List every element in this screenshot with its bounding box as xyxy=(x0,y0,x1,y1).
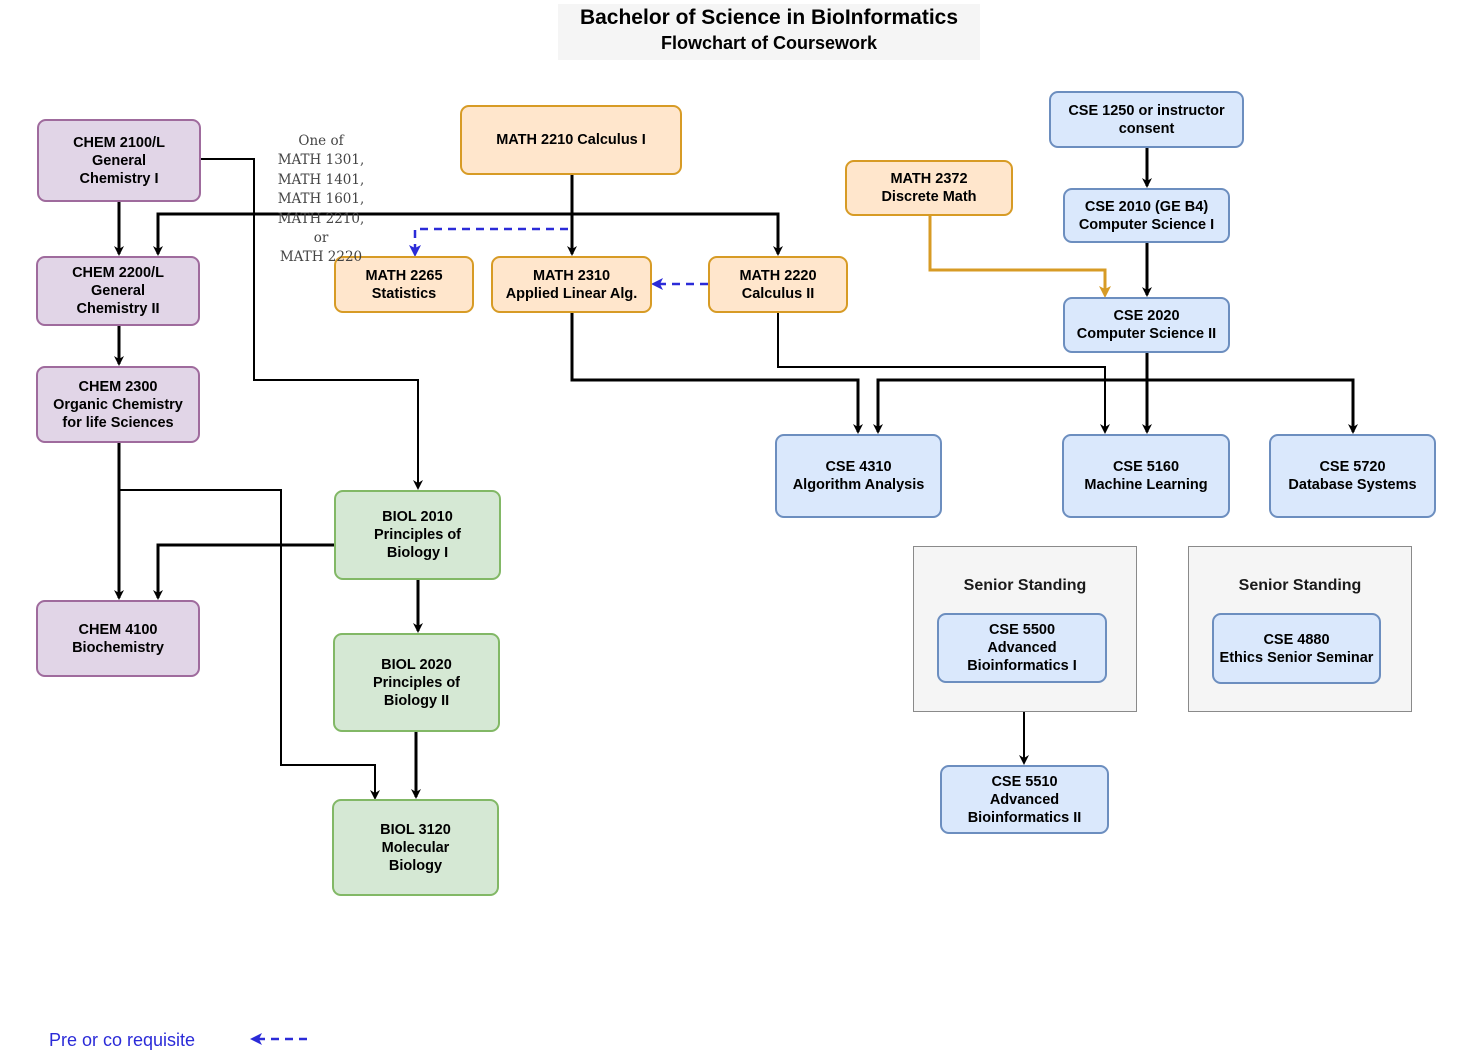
course-biol3120-label: BIOL 3120 Molecular Biology xyxy=(380,821,451,874)
course-cse5510-label: CSE 5510 Advanced Bioinformatics II xyxy=(967,773,1082,826)
course-cse2020-label: CSE 2020 Computer Science II xyxy=(1076,308,1217,342)
edge-math2372-cse2020 xyxy=(928,216,1111,298)
edge-math-option-chem2200 xyxy=(153,212,380,256)
course-math2372-label: MATH 2372 Discrete Math xyxy=(881,171,977,205)
page-subtitle: Flowchart of Coursework xyxy=(660,33,878,53)
course-math2210-label: MATH 2210 Calculus I xyxy=(496,132,646,148)
course-cse5500[interactable]: CSE 5500 Advanced Bioinformatics I xyxy=(937,613,1107,683)
course-math2265-label: MATH 2265 Statistics xyxy=(365,267,443,302)
course-biol3120[interactable]: BIOL 3120 Molecular Biology xyxy=(332,799,499,896)
course-cse5510[interactable]: CSE 5510 Advanced Bioinformatics II xyxy=(940,765,1109,834)
edge-chem2100-biol2010 xyxy=(201,158,423,490)
edge-math2310-cse4310 xyxy=(570,313,863,434)
course-chem2300[interactable]: CHEM 2300 Organic Chemistry for life Sci… xyxy=(36,366,200,443)
course-math2372[interactable]: MATH 2372 Discrete Math xyxy=(845,160,1013,216)
edge-math2220-cse5160 xyxy=(777,313,1110,434)
edge-math-option-math2220 xyxy=(375,212,783,256)
course-chem2200[interactable]: CHEM 2200/L General Chemistry II xyxy=(36,256,200,326)
course-math2220[interactable]: MATH 2220 Calculus II xyxy=(708,256,848,313)
title-block: Bachelor of Science in BioInformatics Fl… xyxy=(558,4,980,60)
course-biol2010[interactable]: BIOL 2010 Principles of Biology I xyxy=(334,490,501,580)
course-cse4880-label: CSE 4880 Ethics Senior Seminar xyxy=(1219,631,1374,666)
course-chem2300-label: CHEM 2300 Organic Chemistry for life Sci… xyxy=(53,378,183,431)
page-title: Bachelor of Science in BioInformatics xyxy=(579,6,959,29)
course-math2220-label: MATH 2220 Calculus II xyxy=(739,267,817,302)
edge-cse2020-cse5720 xyxy=(1147,378,1358,434)
course-cse4880[interactable]: CSE 4880 Ethics Senior Seminar xyxy=(1212,613,1381,684)
course-math2310[interactable]: MATH 2310 Applied Linear Alg. xyxy=(491,256,652,313)
senior-standing-label-1: Senior Standing xyxy=(963,577,1087,594)
course-cse5160[interactable]: CSE 5160 Machine Learning xyxy=(1062,434,1230,518)
course-cse5720-label: CSE 5720 Database Systems xyxy=(1288,459,1417,493)
course-cse4310-label: CSE 4310 Algorithm Analysis xyxy=(792,459,925,493)
edge-chem2300-biol3120 xyxy=(119,489,380,800)
course-biol2020[interactable]: BIOL 2020 Principles of Biology II xyxy=(333,633,500,732)
course-chem2100-label: CHEM 2100/L General Chemistry I xyxy=(73,134,165,187)
senior-standing-label-2: Senior Standing xyxy=(1238,577,1362,594)
course-chem2200-label: CHEM 2200/L General Chemistry II xyxy=(72,265,164,317)
course-cse2010-label: CSE 2010 (GE B4) Computer Science I xyxy=(1078,198,1215,233)
course-cse4310[interactable]: CSE 4310 Algorithm Analysis xyxy=(775,434,942,518)
course-cse1250[interactable]: CSE 1250 or instructor consent xyxy=(1049,91,1244,148)
edge-biol2010-chem4100 xyxy=(153,543,334,600)
course-math2210[interactable]: MATH 2210 Calculus I xyxy=(460,105,682,175)
course-math2265[interactable]: MATH 2265 Statistics xyxy=(334,256,474,313)
course-biol2010-label: BIOL 2010 Principles of Biology I xyxy=(373,509,462,561)
course-chem4100-label: CHEM 4100 Biochemistry xyxy=(72,621,164,656)
course-math2310-label: MATH 2310 Applied Linear Alg. xyxy=(505,267,638,302)
math-option-note: One of MATH 1301, MATH 1401, MATH 1601, … xyxy=(277,133,365,266)
course-cse5160-label: CSE 5160 Machine Learning xyxy=(1084,459,1208,493)
legend-label: Pre or co requisite xyxy=(49,1030,196,1050)
edge-coreq-math2265 xyxy=(409,227,568,257)
edge-cse2020-cse4310 xyxy=(873,378,1147,434)
course-cse2020[interactable]: CSE 2020 Computer Science II xyxy=(1063,297,1230,353)
course-biol2020-label: BIOL 2020 Principles of Biology II xyxy=(372,656,461,709)
course-cse5500-label: CSE 5500 Advanced Bioinformatics I xyxy=(967,622,1077,674)
course-cse1250-label: CSE 1250 or instructor consent xyxy=(1068,102,1225,137)
course-cse5720[interactable]: CSE 5720 Database Systems xyxy=(1269,434,1436,518)
course-chem2100[interactable]: CHEM 2100/L General Chemistry I xyxy=(37,119,201,202)
course-chem4100[interactable]: CHEM 4100 Biochemistry xyxy=(36,600,200,677)
course-cse2010[interactable]: CSE 2010 (GE B4) Computer Science I xyxy=(1063,188,1230,243)
